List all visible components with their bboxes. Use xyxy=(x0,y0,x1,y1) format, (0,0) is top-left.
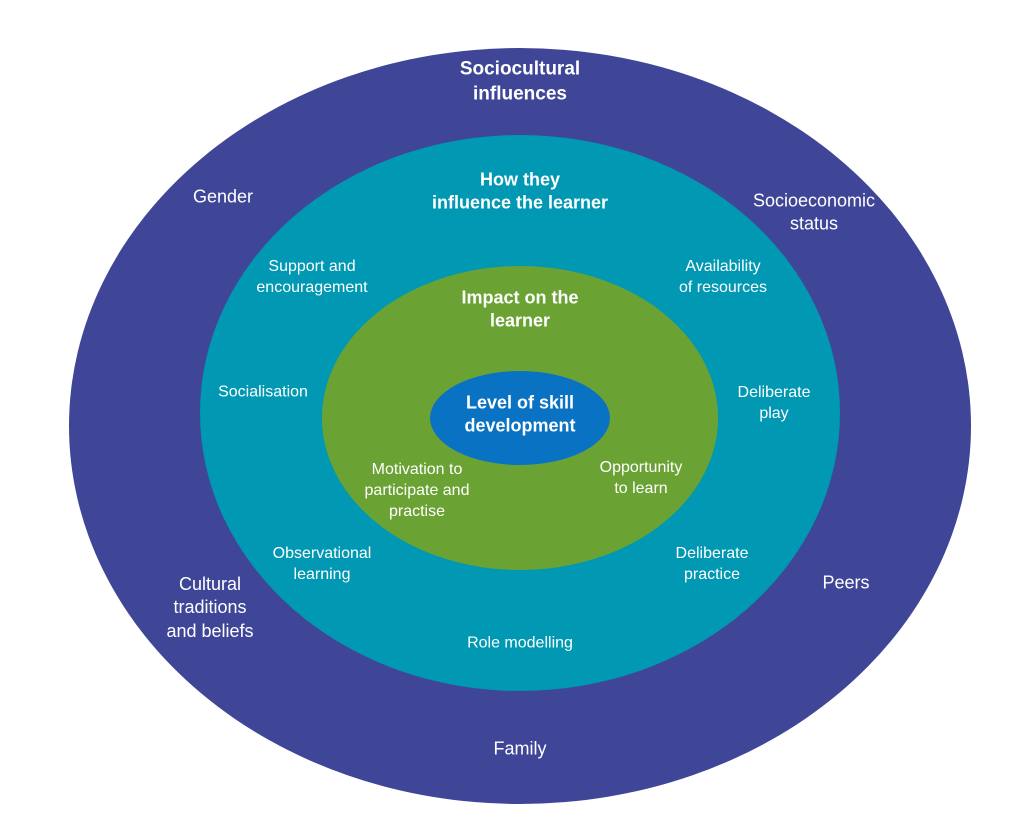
outer-ring-heading: Sociocultural influences xyxy=(459,58,581,104)
core-heading: Level of skill development xyxy=(464,392,576,436)
label-support-encouragement: Support and encouragement xyxy=(256,258,368,296)
label-family: Family xyxy=(493,738,547,759)
label-availability-resources: Availability of resources xyxy=(678,258,768,296)
label-opportunity-to-learn: Opportunity to learn xyxy=(599,459,683,497)
core-skill-development xyxy=(430,371,610,465)
label-socioeconomic-status: Socioeconomic status xyxy=(752,190,876,234)
label-cultural-traditions: Cultural traditions and beliefs xyxy=(166,573,254,641)
inner-ring-heading: Impact on the learner xyxy=(461,287,579,331)
label-deliberate-play: Deliberate play xyxy=(737,384,811,422)
label-role-modelling: Role modelling xyxy=(467,634,573,652)
middle-ring-heading: How they influence the learner xyxy=(431,169,609,213)
label-motivation: Motivation to participate and practise xyxy=(364,460,470,520)
label-gender: Gender xyxy=(192,186,254,207)
label-deliberate-practice: Deliberate practice xyxy=(675,545,749,583)
label-peers: Peers xyxy=(822,572,870,593)
label-observational-learning: Observational learning xyxy=(272,545,372,583)
label-socialisation: Socialisation xyxy=(218,383,308,401)
